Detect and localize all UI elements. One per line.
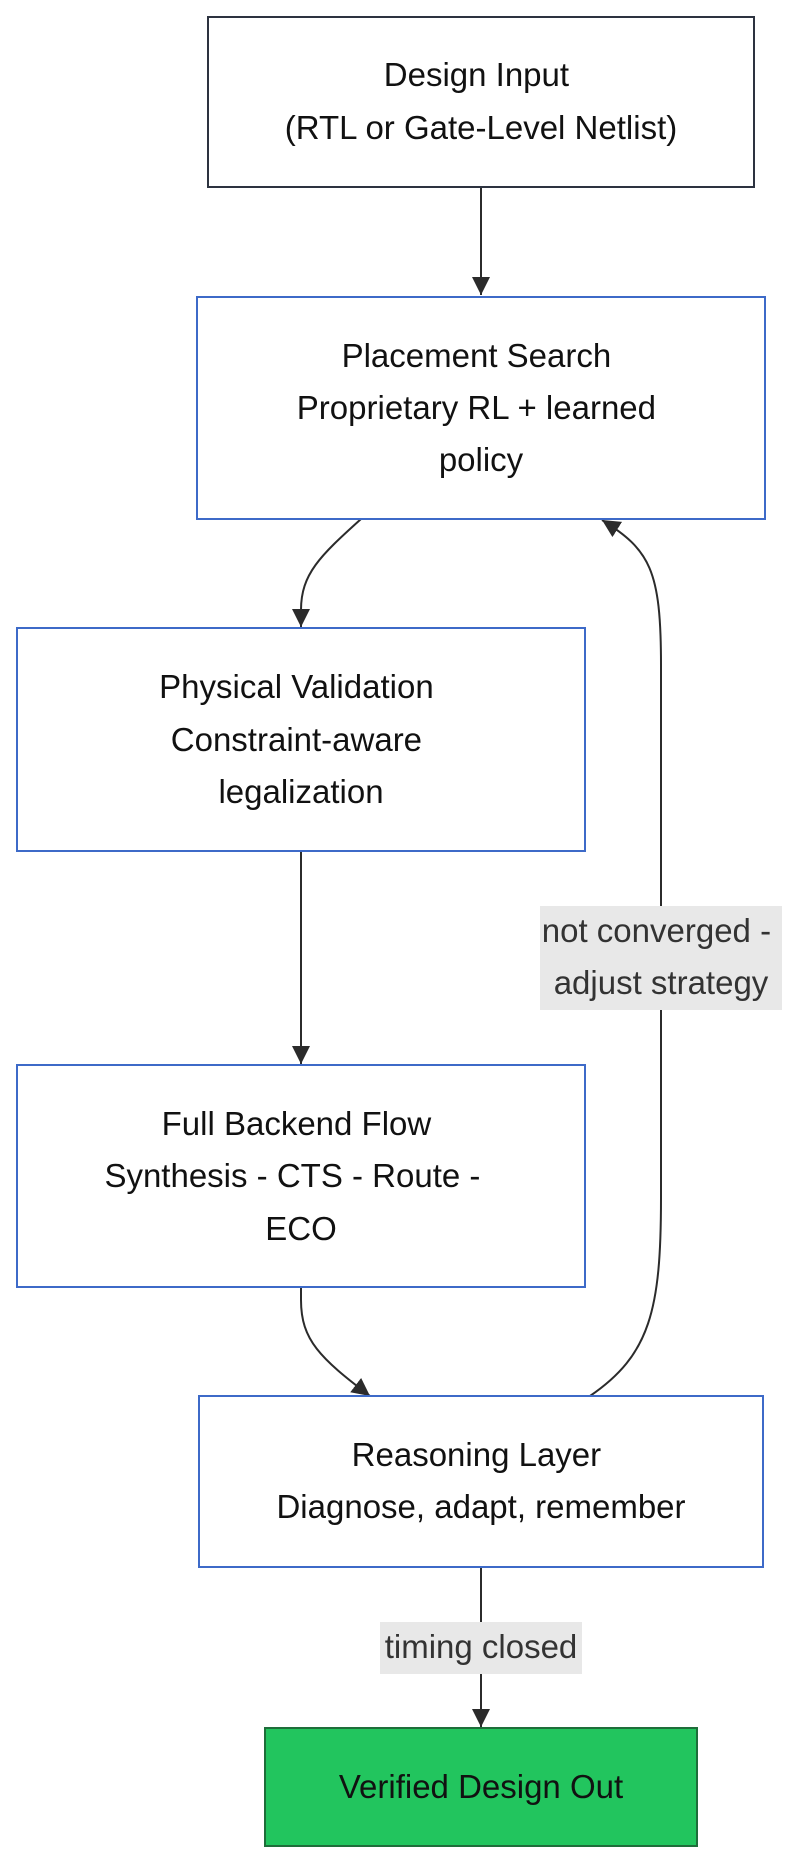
node-full-backend-flow-box <box>16 1064 586 1288</box>
node-design-input-line-1: Design Input <box>384 56 569 93</box>
svg-text:Reasoning Layer Diagnose: Reasoning Layer Diagnose, adapt, remembe… <box>276 1436 685 1525</box>
node-verified-design-out-line-1: Verified Design Out <box>339 1768 623 1805</box>
node-reasoning-layer-line-1: Reasoning Layer <box>352 1436 602 1473</box>
node-design-input-box <box>207 16 755 188</box>
node-physical-validation: Physical Validation Constraint-aware leg… <box>16 627 586 852</box>
node-physical-validation-box <box>16 627 586 852</box>
edge-label-not-converged-background <box>540 906 782 1010</box>
svg-text:timing closed: timing closed <box>385 1628 578 1665</box>
node-placement-search-line-2: Proprietary RL + learned <box>297 389 656 426</box>
node-full-backend-flow-line-3: ECO <box>265 1210 337 1247</box>
node-design-input: Design Input (RTL or Gate-Level Netlist) <box>207 16 755 188</box>
node-reasoning-layer: Reasoning Layer Diagnose, adapt, remembe… <box>198 1395 764 1568</box>
node-placement-search-line-3: policy <box>439 441 524 478</box>
svg-text:Placement Search Proprie: Placement Search Proprietary RL + learne… <box>297 337 665 478</box>
node-physical-validation-line-1: Physical Validation <box>159 668 434 705</box>
edge-label-not-converged: not converged - adjust strategy <box>540 906 782 1010</box>
node-reasoning-layer-line-2: Diagnose, adapt, remember <box>276 1488 685 1525</box>
edge-full-backend-flow-to-reasoning-layer <box>300 1287 371 1397</box>
node-physical-validation-line-2: Constraint-aware <box>171 721 422 758</box>
svg-text:Physical Validation Cons: Physical Validation Constraint-aware leg… <box>159 668 443 810</box>
svg-text:Verified Design Out: Verified Design Out <box>339 1768 623 1805</box>
node-verified-design-out-box <box>264 1727 698 1847</box>
node-placement-search-box <box>196 296 766 520</box>
edge-reasoning-layer-to-placement-search-feedback <box>589 519 662 1397</box>
node-reasoning-layer-box <box>198 1395 764 1568</box>
node-verified-design-out: Verified Design Out <box>264 1727 698 1847</box>
edge-label-timing-closed: timing closed <box>380 1622 582 1674</box>
svg-text:Design Input (RTL or Gat: Design Input (RTL or Gate-Level Netlist) <box>285 56 677 146</box>
edge-label-not-converged-line-2: adjust strategy <box>554 964 769 1001</box>
svg-text:not converged - adjust s: not converged - adjust strategy <box>542 912 780 1001</box>
edge-label-not-converged-line-1: not converged - <box>542 912 771 949</box>
node-placement-search-line-1: Placement Search <box>342 337 612 374</box>
node-full-backend-flow-line-1: Full Backend Flow <box>162 1105 432 1142</box>
node-placement-search: Placement Search Proprietary RL + learne… <box>196 296 766 520</box>
node-physical-validation-line-3: legalization <box>218 773 383 810</box>
edge-label-timing-closed-line-1: timing closed <box>385 1628 578 1665</box>
node-full-backend-flow-line-2: Synthesis - CTS - Route - <box>104 1157 480 1194</box>
svg-text:Full Backend Flow Synthe: Full Backend Flow Synthesis - CTS - Rout… <box>104 1105 489 1247</box>
edge-label-timing-closed-background <box>380 1622 582 1674</box>
edge-placement-search-to-physical-validation <box>292 518 362 627</box>
node-full-backend-flow: Full Backend Flow Synthesis - CTS - Rout… <box>16 1064 586 1288</box>
node-design-input-line-2: (RTL or Gate-Level Netlist) <box>285 109 677 146</box>
